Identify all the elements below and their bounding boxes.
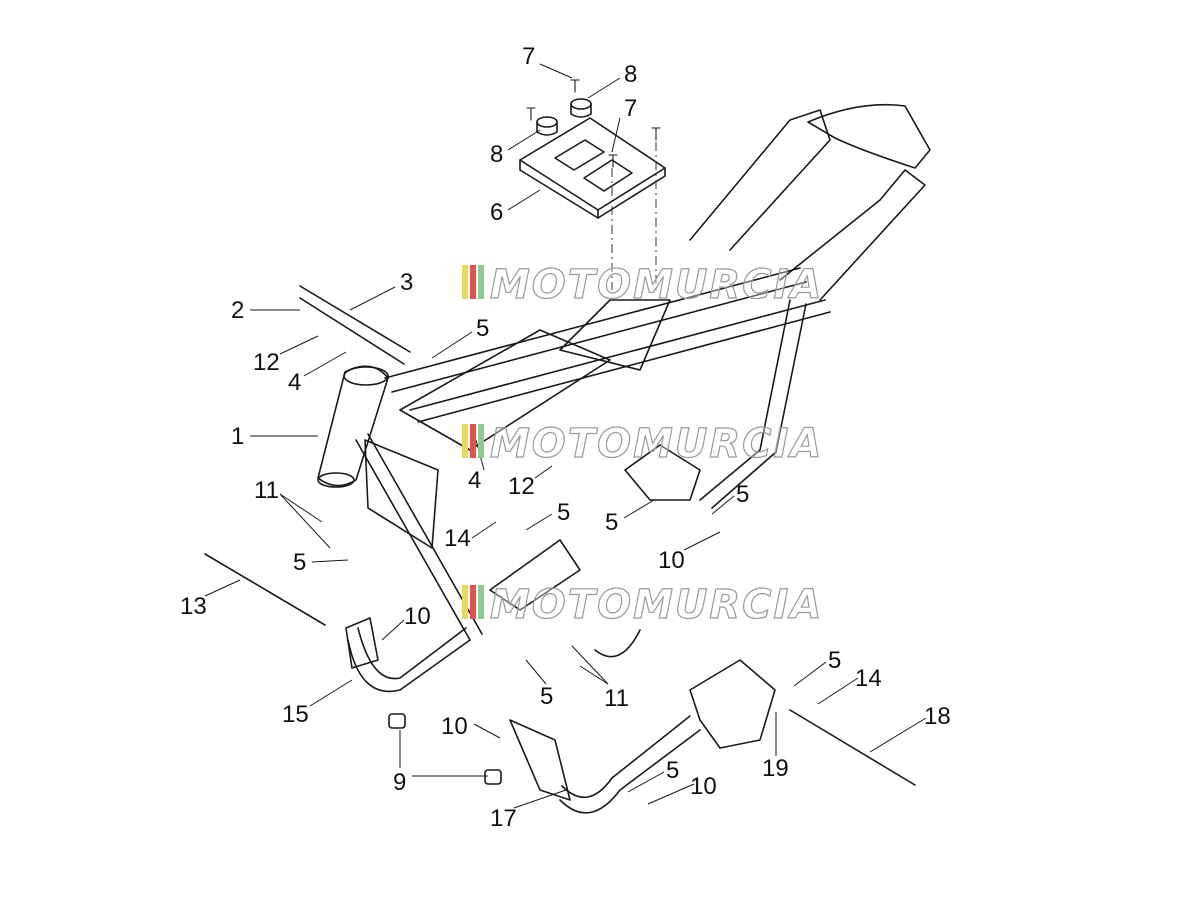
lower-cradle-part-15: [345, 617, 471, 693]
callout-label: 7: [624, 95, 637, 122]
watermark-logo: MOTOMURCIA: [462, 261, 823, 309]
callout-label: 4: [288, 369, 301, 396]
battery-tray-part-6: [519, 117, 666, 219]
watermark-text: MOTOMURCIA: [490, 582, 823, 628]
callout-label: 5: [605, 509, 618, 536]
callout-label: 8: [490, 141, 503, 168]
watermark-logo: MOTOMURCIA: [462, 581, 823, 629]
callout-label: 10: [441, 713, 468, 740]
callout-label: 7: [522, 43, 535, 70]
leader-lines: [204, 63, 927, 809]
long-bolt-part-3: [299, 285, 411, 353]
callout-label: 5: [828, 647, 841, 674]
main-frame-part-1: [317, 103, 931, 641]
callout-label: 11: [604, 685, 629, 712]
callout-label: 5: [736, 481, 749, 508]
callout-label: 19: [762, 755, 789, 782]
callout-labels: 7 8 7 8 6 3 2 5 12 4 1 4 12 11 5 14 5 5 …: [180, 43, 951, 832]
callout-label: 6: [490, 199, 503, 226]
callout-label: 13: [180, 593, 207, 620]
callout-label: 2: [231, 297, 244, 324]
spacer-part-9: [388, 713, 406, 729]
callout-label: 5: [666, 757, 679, 784]
callout-label: 10: [658, 547, 685, 574]
callout-label: 10: [404, 603, 431, 630]
callout-label: 12: [253, 349, 280, 376]
callout-label: 5: [476, 315, 489, 342]
engine-mount-clamp: [594, 629, 641, 658]
callout-label: 18: [924, 703, 951, 730]
spacer-part-9: [484, 769, 502, 785]
callout-label: 1: [231, 423, 244, 450]
callout-label: 11: [254, 477, 279, 504]
callout-label: 5: [293, 549, 306, 576]
rubber-mount-part-8: [536, 98, 592, 136]
long-bolt-part-2: [299, 297, 405, 365]
rear-cradle-part-17: [509, 659, 776, 814]
callout-label: 5: [540, 683, 553, 710]
callout-label: 9: [393, 769, 406, 796]
watermark-text: MOTOMURCIA: [490, 421, 823, 467]
callout-label: 14: [444, 525, 471, 552]
screw-part-7: [526, 79, 661, 168]
long-bolt-part-18: [789, 709, 916, 786]
callout-label: 17: [490, 805, 517, 832]
callout-label: 4: [468, 467, 481, 494]
watermark-logo: MOTOMURCIA: [462, 420, 823, 468]
callout-label: 14: [855, 665, 882, 692]
engine-mount-bracket: [489, 539, 581, 611]
callout-label: 8: [624, 61, 637, 88]
callout-label: 10: [690, 773, 717, 800]
long-bolt-part-13: [204, 553, 326, 626]
callout-label: 5: [557, 499, 570, 526]
callout-label: 15: [282, 701, 309, 728]
watermark-text: MOTOMURCIA: [490, 262, 823, 308]
callout-label: 3: [400, 269, 413, 296]
callout-label: 12: [508, 473, 535, 500]
